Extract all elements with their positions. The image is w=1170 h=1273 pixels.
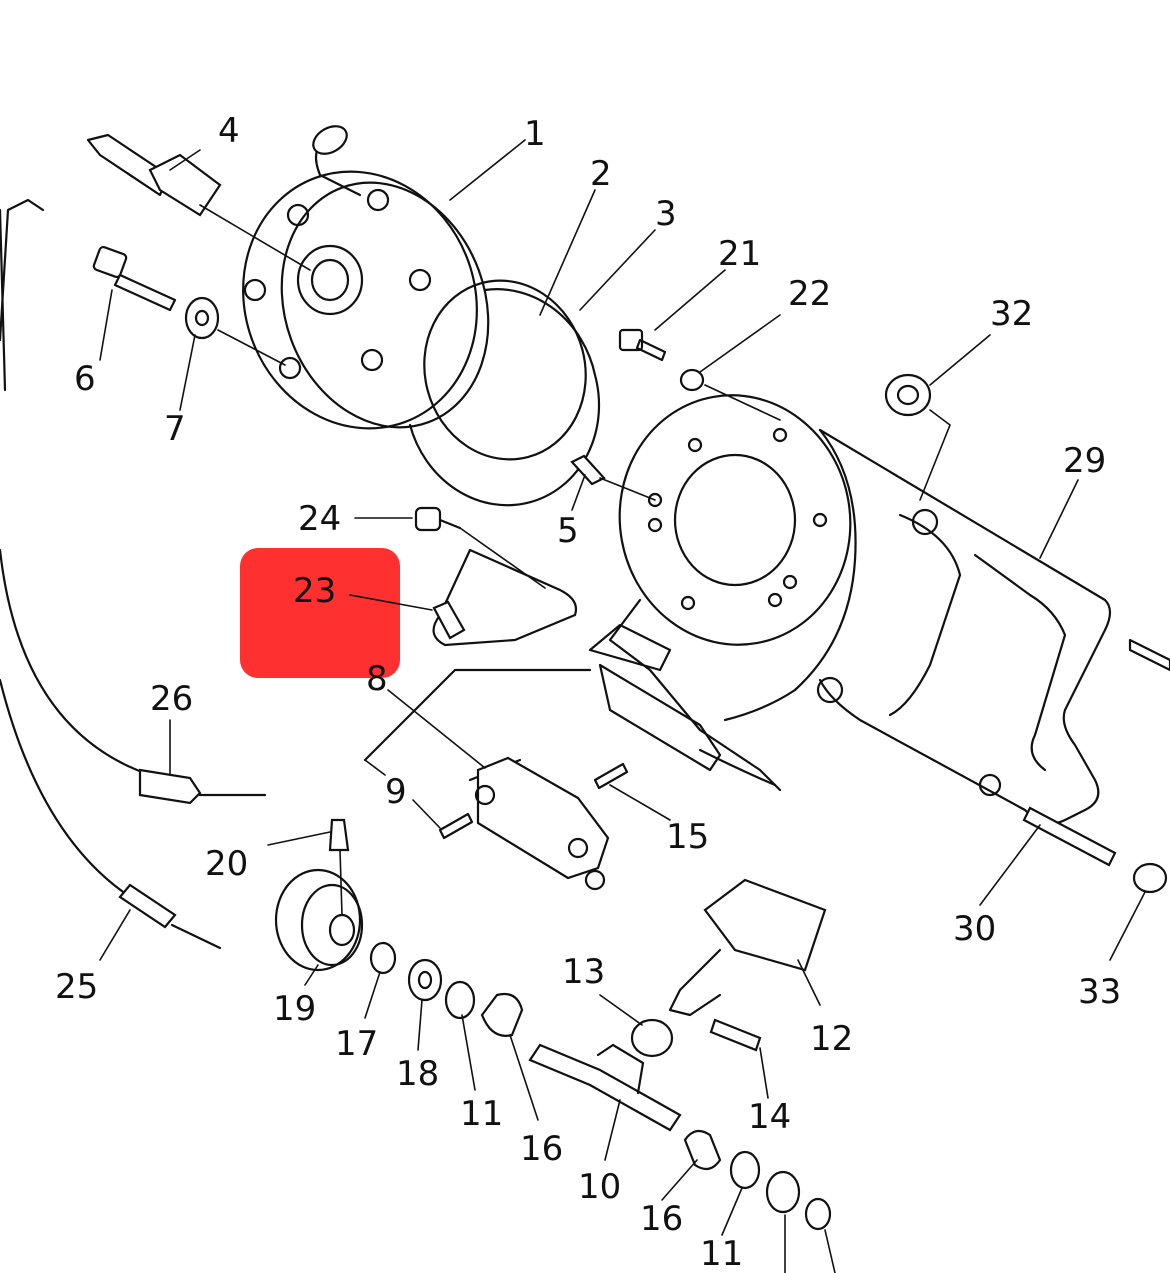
small-bolt (618, 328, 667, 362)
small-washer (679, 368, 781, 421)
label-part-1: 1 (524, 114, 546, 154)
cylinder-head (242, 125, 490, 430)
label-part-4: 4 (218, 111, 240, 151)
label-part-12: 12 (810, 1019, 853, 1059)
label-part-24: 24 (298, 499, 341, 539)
highlight-box (240, 548, 400, 678)
washer (184, 296, 286, 366)
leader-lines (99, 139, 1146, 1273)
label-part-7: 7 (164, 409, 186, 449)
part-labels: 4 1 2 3 21 22 32 29 6 7 24 5 23 8 26 9 1… (55, 111, 1121, 1273)
label-part-33: 33 (1078, 972, 1121, 1012)
label-part-16b: 16 (640, 1199, 683, 1239)
label-part-2: 2 (590, 154, 612, 194)
base-gasket (816, 428, 1112, 825)
label-part-17: 17 (335, 1024, 378, 1064)
label-part-11a: 11 (460, 1094, 503, 1134)
label-part-22: 22 (788, 274, 831, 314)
lower-bracket (363, 668, 629, 891)
shaft (528, 1043, 682, 1132)
label-part-18: 18 (396, 1054, 439, 1094)
lever-assembly (630, 878, 827, 1058)
label-part-15: 15 (666, 817, 709, 857)
label-part-6: 6 (74, 359, 96, 399)
shaft-parts-upper (369, 941, 524, 1037)
label-part-3: 3 (655, 194, 677, 234)
label-part-32: 32 (990, 294, 1033, 334)
flange-nut (884, 373, 951, 501)
cylinder-body (608, 394, 857, 792)
label-part-14: 14 (748, 1097, 791, 1137)
label-part-5: 5 (557, 511, 579, 551)
label-part-29: 29 (1063, 441, 1106, 481)
label-part-25: 25 (55, 967, 98, 1007)
label-part-26: 26 (150, 679, 193, 719)
label-part-30: 30 (953, 909, 996, 949)
shaft-parts-lower (683, 1129, 832, 1231)
pulley (274, 818, 364, 972)
dowel-pin (570, 454, 656, 501)
label-part-8: 8 (366, 659, 388, 699)
bracket-assembly (414, 506, 722, 772)
label-part-10: 10 (578, 1167, 621, 1207)
label-part-16a: 16 (520, 1129, 563, 1169)
spark-plug (86, 133, 311, 271)
label-part-23: 23 (293, 571, 336, 611)
studs (1022, 638, 1170, 894)
throttle-cables (0, 198, 267, 950)
label-part-13: 13 (562, 952, 605, 992)
label-part-9: 9 (385, 772, 407, 812)
head-gasket (408, 279, 601, 507)
label-part-20: 20 (205, 844, 248, 884)
head-bolt (92, 245, 177, 312)
label-part-21: 21 (718, 234, 761, 274)
label-part-11b: 11 (700, 1234, 743, 1273)
label-part-19: 19 (273, 989, 316, 1029)
